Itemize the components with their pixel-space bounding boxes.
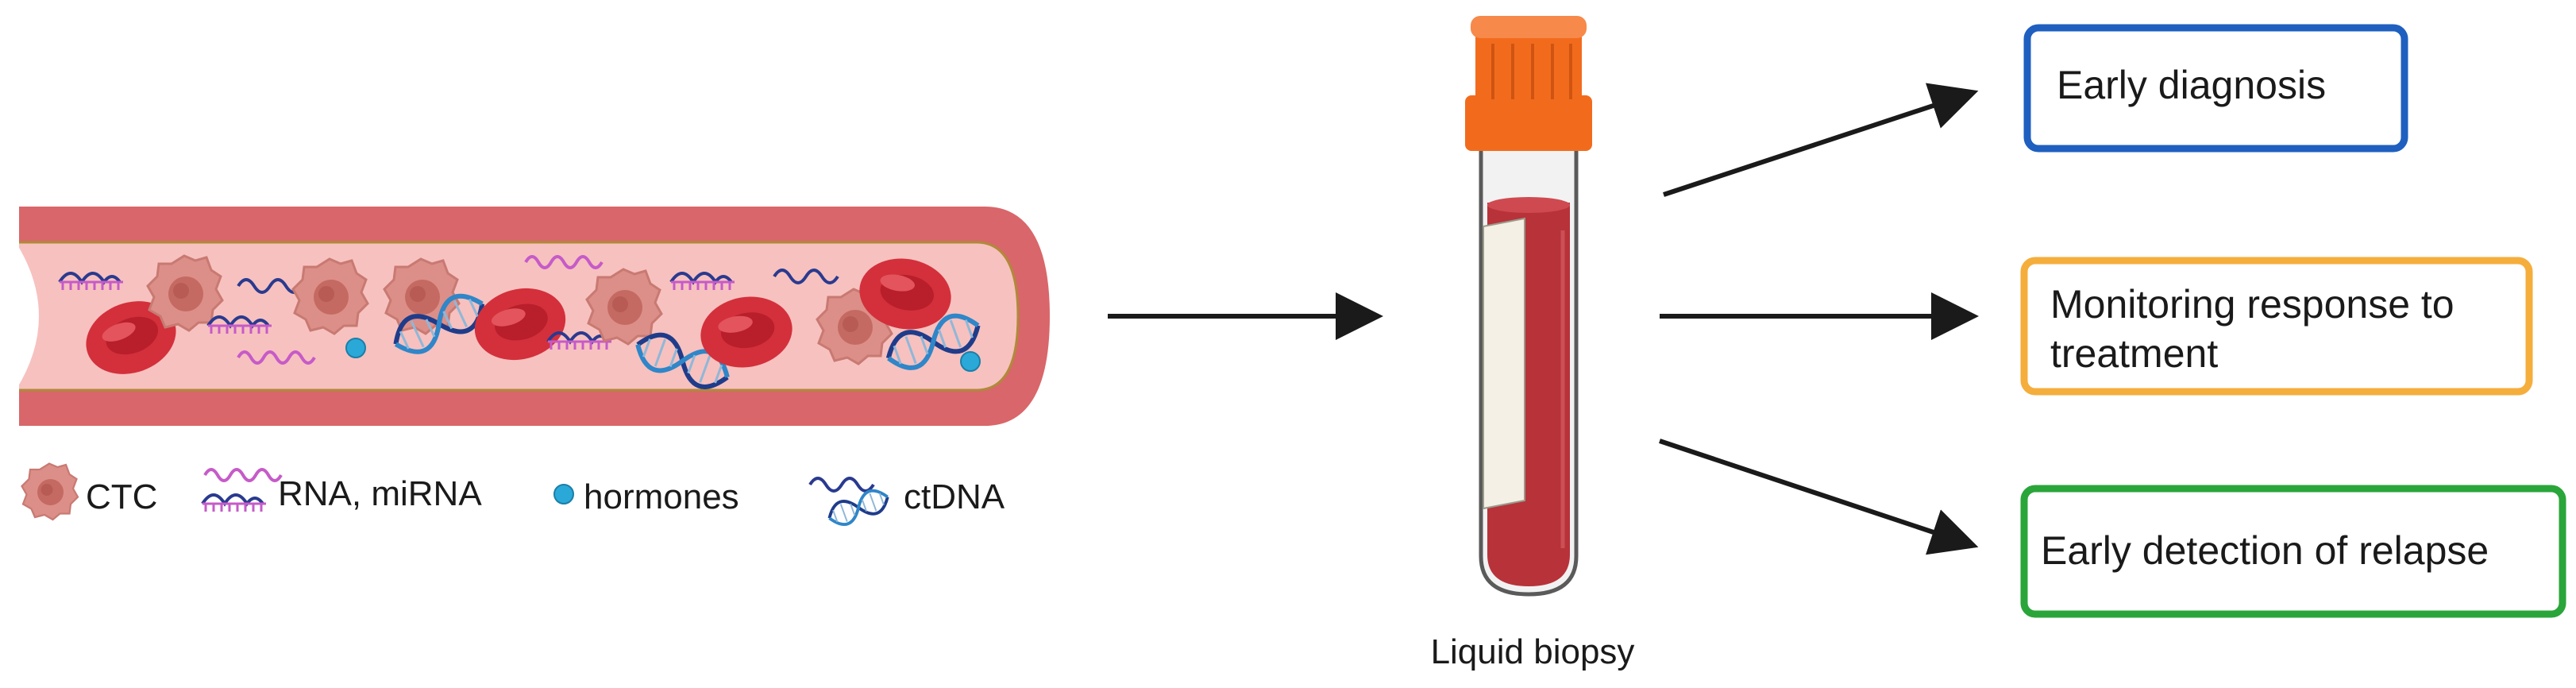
hormone-icon xyxy=(960,351,981,372)
outcome-early-diagnosis: Early diagnosis xyxy=(2023,24,2408,153)
arrow-to-early-diagnosis xyxy=(1663,83,1979,197)
outcome-monitoring-response: Monitoring response to treatment xyxy=(2020,257,2533,396)
outcome-label-line-2: treatment xyxy=(2050,331,2218,376)
tube-caption: Liquid biopsy xyxy=(1431,632,1635,671)
rna-legend-icon xyxy=(201,493,268,513)
mirna-legend-icon xyxy=(203,468,283,482)
legend: CTC RNA, miRNA hormones ctDNA xyxy=(21,462,1005,531)
hormone-icon xyxy=(345,338,366,358)
hormone-legend-icon xyxy=(553,484,574,504)
ctdna-legend-icon xyxy=(823,484,893,531)
outcome-label: Early detection of relapse xyxy=(2041,528,2489,573)
outcome-box xyxy=(2020,485,2566,618)
outcome-box xyxy=(2020,257,2533,396)
outcome-arrows xyxy=(1659,83,1979,555)
outcome-label: Early diagnosis xyxy=(2057,63,2326,107)
legend-hormones-label: hormones xyxy=(584,477,739,516)
blood-collection-tube xyxy=(1465,16,1592,597)
vessel-contents xyxy=(58,251,984,394)
legend-rna-label: RNA, miRNA xyxy=(278,474,482,513)
legend-ctdna-label: ctDNA xyxy=(904,477,1005,516)
dna-strand-legend-icon xyxy=(808,477,875,493)
legend-ctc-label: CTC xyxy=(86,477,157,516)
outcome-relapse-detection: Early detection of relapse xyxy=(2020,485,2566,618)
tube-cap-icon xyxy=(1465,16,1592,151)
outcome-box xyxy=(2023,24,2408,153)
arrow-to-relapse-detection xyxy=(1659,439,1979,555)
ctc-legend-icon xyxy=(21,462,79,521)
outcome-label-line-1: Monitoring response to xyxy=(2050,282,2455,327)
